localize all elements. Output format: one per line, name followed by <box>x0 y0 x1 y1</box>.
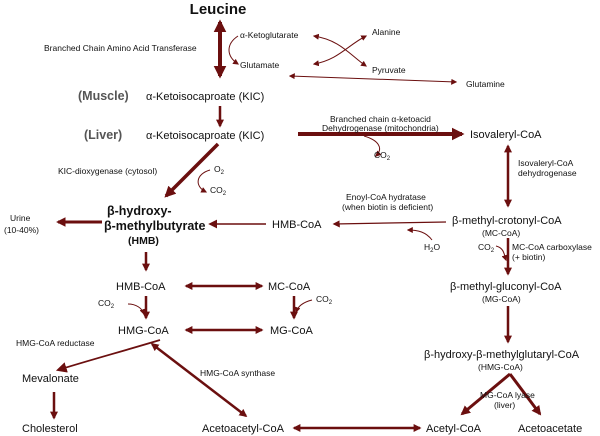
methylcrotonyl-coa-label: β-methyl-crotonyl-CoA <box>452 215 562 227</box>
acetoacetate-label: Acetoacetate <box>518 423 582 435</box>
h2o-label: H2O <box>424 242 440 254</box>
bcat-enzyme-label: Branched Chain Amino Acid Transferase <box>44 43 197 53</box>
arrow-h2o <box>406 227 433 241</box>
urine-label: Urine <box>10 213 31 223</box>
ivd-enzyme-line2: dehydrogenase <box>518 168 577 178</box>
hmgcr-enzyme-label: HMG-CoA reductase <box>16 338 95 348</box>
alanine-label: Alanine <box>372 27 401 37</box>
kic-liver-label: α-Ketoisocaproate (KIC) <box>146 130 264 142</box>
mcc-enzyme-line2: (+ biotin) <box>512 252 545 262</box>
enoyl-enzyme-line2: (when biotin is deficient) <box>342 202 433 212</box>
hmgcs-enzyme-label: HMG-CoA synthase <box>200 368 275 378</box>
arrow-lyase-acetyl <box>460 372 511 416</box>
kic-muscle-label: α-Ketoisocaproate (KIC) <box>146 91 264 103</box>
co2-kic-label: CO2 <box>210 185 227 197</box>
arrow-kic-hmb <box>164 142 220 198</box>
acetyl-coa-label: Acetyl-CoA <box>426 423 482 435</box>
co2-mc-label: CO2 <box>478 242 495 254</box>
arrow-lyase-acetoacetate <box>508 373 542 416</box>
arrow-glutamate-glutamine <box>288 73 458 85</box>
o2-label: O2 <box>214 164 225 176</box>
arrow-hmgcoa-mevalonate <box>55 339 161 373</box>
hmb-line1: β-hydroxy- <box>107 204 172 218</box>
glutamate-label: Glutamate <box>240 60 279 70</box>
glutamine-label: Glutamine <box>466 79 505 89</box>
co2-left-label: CO2 <box>98 298 115 310</box>
ivd-enzyme-line1: Isovaleryl-CoA <box>518 158 574 168</box>
mc-coa-label: MC-CoA <box>268 281 311 293</box>
hmb-line2: β-methylbutyrate <box>104 219 205 233</box>
enoyl-enzyme-line1: Enoyl-CoA hydratase <box>346 192 426 202</box>
co2-right-label: CO2 <box>316 294 333 306</box>
arrow-akg-pyruvate-cross <box>312 35 368 67</box>
arrow-hmgcoa-acetoacetyl <box>150 343 248 417</box>
lyase-enzyme-line2: (liver) <box>494 400 515 410</box>
arrow-dioxygenase-o2-co2 <box>197 169 211 193</box>
leucine-label: Leucine <box>190 1 247 18</box>
arrow-mccoa-hmbcoa <box>332 220 447 228</box>
arrow-co2-left <box>127 303 146 316</box>
mg-coa-abbrev: (MG-CoA) <box>482 294 521 304</box>
methylglutaconyl-coa-label: β-methyl-gluconyl-CoA <box>450 281 562 293</box>
pyruvate-label: Pyruvate <box>372 65 406 75</box>
hmb-coa-upper-label: HMB-CoA <box>272 219 322 231</box>
arrow-bckdh-co2 <box>363 135 382 157</box>
mcc-enzyme-line1: MC-CoA carboxylase <box>512 242 592 252</box>
urine-percent: (10-40%) <box>4 225 39 235</box>
mevalonate-label: Mevalonate <box>22 373 79 385</box>
akg-label: α-Ketoglutarate <box>240 30 299 40</box>
bckdh-enzyme-line2: Dehydrogenase (mitochondria) <box>322 123 439 133</box>
hmb-coa-lower-label: HMB-CoA <box>116 281 166 293</box>
liver-label: (Liver) <box>84 128 122 142</box>
acetoacetyl-coa-label: Acetoacetyl-CoA <box>202 423 285 435</box>
bckdh-enzyme-line1: Branched chain α-ketoacid <box>330 114 431 124</box>
isovaleryl-coa-label: Isovaleryl-CoA <box>470 129 542 141</box>
hmb-abbrev: (HMB) <box>128 235 159 247</box>
mc-coa-abbrev: (MC-CoA) <box>482 228 520 238</box>
hmg-full-label: β-hydroxy-β-methylglutaryl-CoA <box>424 349 580 361</box>
arrow-akg-glutamate <box>228 35 239 65</box>
kic-dioxygenase-label: KIC-dioxygenase (cytosol) <box>58 166 157 176</box>
cholesterol-label: Cholesterol <box>22 423 78 435</box>
arrow-co2-right <box>294 299 313 314</box>
hmg-coa-label: HMG-CoA <box>118 325 169 337</box>
co2-bckdh-label: CO2 <box>374 150 391 162</box>
arrow-carboxylase-co2 <box>495 245 508 262</box>
hmg-full-abbrev: (HMG-CoA) <box>478 362 523 372</box>
muscle-label: (Muscle) <box>78 89 129 103</box>
lyase-enzyme-line1: MG-CoA lyase <box>480 390 535 400</box>
mg-coa-label: MG-CoA <box>270 325 313 337</box>
